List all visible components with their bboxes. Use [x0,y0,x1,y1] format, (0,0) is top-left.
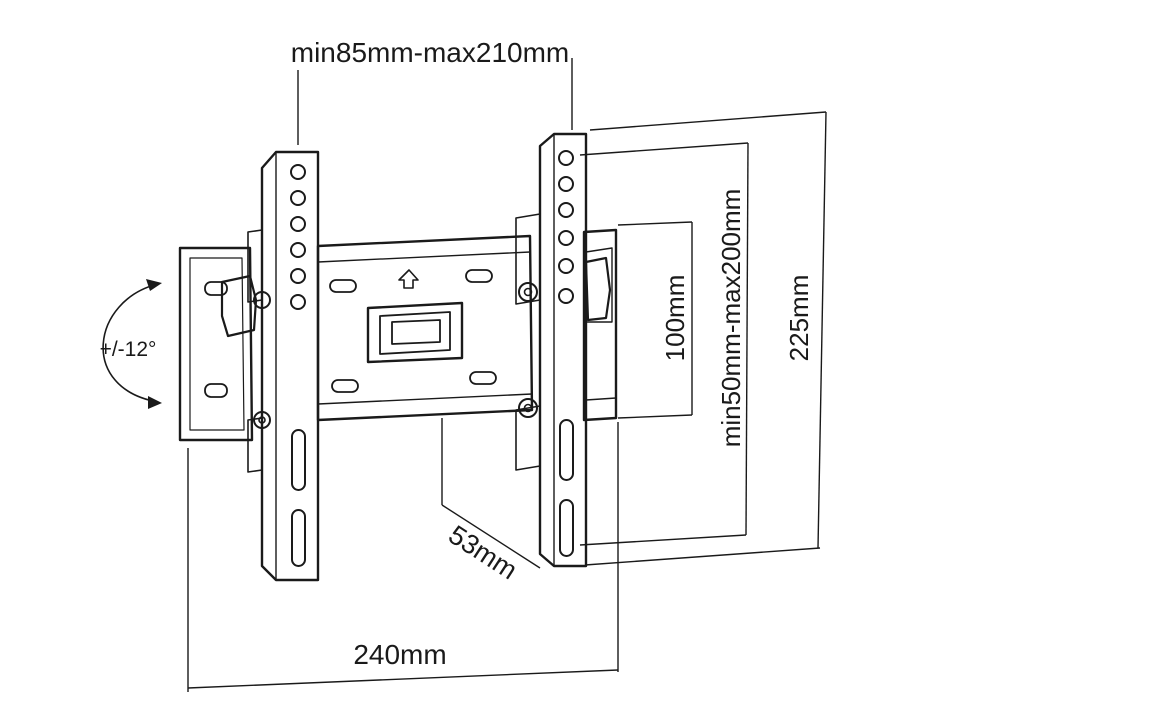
spacing-top-extension [617,221,693,226]
tilt-arc [102,279,162,409]
up-arrow-icon [398,269,419,289]
width-dimension-line [187,669,619,689]
tilt-label: +/-12° [100,338,157,361]
vesa-v-bottom-extension [579,534,747,546]
vesa-v-top-extension [579,142,749,156]
right-tilt-knob [584,256,612,322]
left-side-plate [178,246,254,442]
depth-dimension-line [441,504,541,569]
dimension-lines [187,58,827,692]
vesa-horizontal-label: min85mm-max210mm [291,37,570,68]
height-bottom-extension [584,547,821,566]
mount-bracket [178,132,618,582]
left-tilt-knob [220,274,258,338]
height-label: 225mm [784,275,814,362]
width-label: 240mm [353,639,446,670]
tilt-arrow-bottom [148,396,162,409]
depth-label: 53mm [443,519,522,585]
height-dimension-line [817,111,827,549]
left-vertical-arm [260,150,320,582]
tilt-arrow-top [146,279,162,291]
vesa-v-dimension-line [745,142,749,536]
hole-spacing-label: 100mm [660,275,690,362]
vesa-vertical-label: min50mm-max200mm [716,189,746,448]
height-top-extension [589,111,827,131]
center-window [366,301,464,364]
right-side-plate [582,228,618,422]
spacing-bottom-extension [617,414,693,419]
dimension-labels: min85mm-max210mm +/-12° 100mm min50mm-ma… [100,37,814,670]
